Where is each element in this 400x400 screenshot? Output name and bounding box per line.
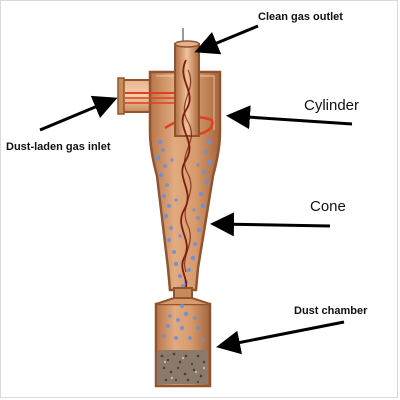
arrow-dust-inlet — [39, 95, 118, 132]
label-clean-gas-outlet: Clean gas outlet — [258, 11, 343, 23]
clean-gas-outlet-tube — [174, 40, 200, 137]
vortex-spiral-back — [183, 69, 193, 273]
vortex-spiral — [180, 59, 191, 291]
arrow-cylinder — [226, 105, 353, 130]
annotation-arrows — [39, 24, 353, 355]
arrow-cone — [210, 212, 331, 237]
label-cylinder: Cylinder — [304, 97, 359, 114]
label-dust-chamber: Dust chamber — [294, 305, 368, 317]
arrow-dust-chamber — [216, 320, 345, 355]
sediment-layer — [158, 350, 208, 384]
label-dust-laden-gas-inlet: Dust-laden gas inlet — [6, 141, 111, 153]
label-cone: Cone — [310, 198, 346, 215]
chamber-dust — [162, 304, 205, 342]
dust-particles — [155, 139, 213, 288]
arrow-clean-gas-outlet — [194, 24, 259, 55]
